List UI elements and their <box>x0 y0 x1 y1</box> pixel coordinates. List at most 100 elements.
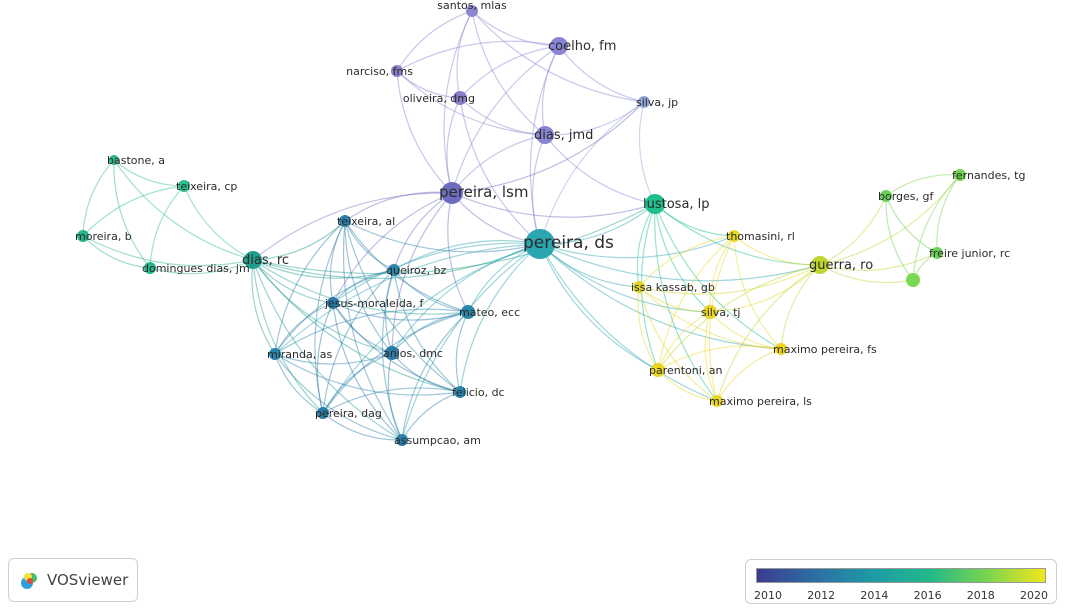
network-link <box>471 10 546 136</box>
author-node-pereiralsm[interactable] <box>441 182 463 204</box>
network-link <box>885 195 914 281</box>
author-node-guerra[interactable] <box>811 256 829 274</box>
author-node-teixeiraal[interactable] <box>339 215 351 227</box>
author-node-oliveira[interactable] <box>453 91 467 105</box>
network-link <box>391 192 453 354</box>
network-link <box>274 353 324 414</box>
author-node-narciso[interactable] <box>391 65 403 77</box>
author-node-domingues[interactable] <box>144 262 156 274</box>
network-link <box>885 195 938 254</box>
network-link <box>344 220 541 253</box>
author-node-maximols[interactable] <box>711 395 723 407</box>
author-label-fernandes: fernandes, tg <box>952 169 1025 182</box>
author-node-teixeiracp[interactable] <box>178 180 190 192</box>
network-link <box>252 259 461 393</box>
author-node-queiroz[interactable] <box>388 264 400 276</box>
author-node-unlabeled[interactable] <box>906 273 920 287</box>
author-node-freire[interactable] <box>931 247 943 259</box>
author-node-pereirads[interactable] <box>525 229 555 259</box>
network-link <box>544 101 645 136</box>
author-node-lustosa[interactable] <box>645 194 665 214</box>
network-link <box>539 243 718 402</box>
author-node-miranda[interactable] <box>269 348 281 360</box>
network-link <box>657 264 821 371</box>
network-link <box>332 302 403 441</box>
network-link <box>396 10 473 72</box>
network-link <box>709 264 821 313</box>
network-link <box>539 243 659 371</box>
author-label-oliveira: oliveira, dmg <box>403 92 475 105</box>
network-link <box>709 311 782 350</box>
author-label-pereirads: pereira, ds <box>523 233 614 253</box>
network-link <box>252 259 393 354</box>
author-node-felicio[interactable] <box>454 386 466 398</box>
author-node-silvatj[interactable] <box>703 305 717 319</box>
vosviewer-logo: VOSviewer <box>8 558 138 602</box>
network-link <box>113 159 151 269</box>
author-label-jesus: jesus-moraleida, f <box>324 297 425 310</box>
network-link <box>322 243 541 414</box>
author-label-bastone: bastone, a <box>107 154 165 167</box>
network-link <box>252 259 395 279</box>
network-link <box>252 259 324 414</box>
author-label-teixeiraal: teixeira, al <box>337 215 395 228</box>
network-link <box>539 243 711 313</box>
network-link <box>456 10 473 99</box>
nodes-layer <box>77 5 966 446</box>
author-label-parentoni: parentoni, an <box>649 364 723 377</box>
network-link <box>332 269 395 304</box>
author-node-bastone[interactable] <box>109 155 119 165</box>
author-label-pereiradag: pereira, dag <box>315 407 382 420</box>
author-node-diasjmd[interactable] <box>536 126 554 144</box>
author-node-moreira[interactable] <box>77 230 89 242</box>
network-link <box>638 235 735 288</box>
network-link <box>274 302 334 355</box>
author-node-santos[interactable] <box>466 5 478 17</box>
legend-tick-2020: 2020 <box>1020 589 1048 602</box>
network-link <box>344 220 469 313</box>
network-link <box>459 97 541 245</box>
author-node-pereiradag[interactable] <box>317 407 329 419</box>
author-label-assumpcao: assumpcao, am <box>394 434 481 447</box>
network-link <box>342 220 403 441</box>
network-link <box>82 185 185 237</box>
network-link <box>733 235 782 350</box>
author-node-maximofs[interactable] <box>775 343 787 355</box>
network-link <box>471 10 645 103</box>
author-node-mateo[interactable] <box>461 305 475 319</box>
author-label-mateo: mateo, ecc <box>459 306 520 319</box>
author-node-diasrc[interactable] <box>244 251 262 269</box>
network-link <box>387 352 403 441</box>
author-node-thomasini[interactable] <box>728 230 740 242</box>
network-link <box>274 352 393 365</box>
author-node-jesus[interactable] <box>327 297 339 309</box>
author-node-coelho[interactable] <box>550 37 568 55</box>
author-label-teixeiracp: teixeira, cp <box>176 180 237 193</box>
author-node-parentoni[interactable] <box>651 363 665 377</box>
author-node-silvajp[interactable] <box>638 96 650 108</box>
network-link <box>391 352 461 393</box>
author-label-diasjmd: dias, jmd <box>534 128 593 143</box>
author-label-miranda: miranda, as <box>267 348 332 361</box>
network-link <box>252 220 346 261</box>
network-link <box>716 264 821 402</box>
author-node-borges[interactable] <box>880 190 892 202</box>
author-node-assumpcao[interactable] <box>396 434 408 446</box>
author-node-fernandes[interactable] <box>954 169 966 181</box>
network-link <box>733 235 821 266</box>
network-link <box>539 101 645 245</box>
network-link <box>344 220 461 393</box>
network-link <box>539 235 735 259</box>
network-link <box>544 134 656 205</box>
legend-tick-2018: 2018 <box>966 589 995 602</box>
network-link <box>531 134 546 245</box>
network-link <box>322 269 395 414</box>
network-link <box>391 311 469 354</box>
network-link <box>638 286 711 313</box>
network-link <box>638 101 656 205</box>
author-node-anjos[interactable] <box>385 346 399 360</box>
author-node-issa[interactable] <box>633 281 645 293</box>
network-link <box>819 174 961 266</box>
